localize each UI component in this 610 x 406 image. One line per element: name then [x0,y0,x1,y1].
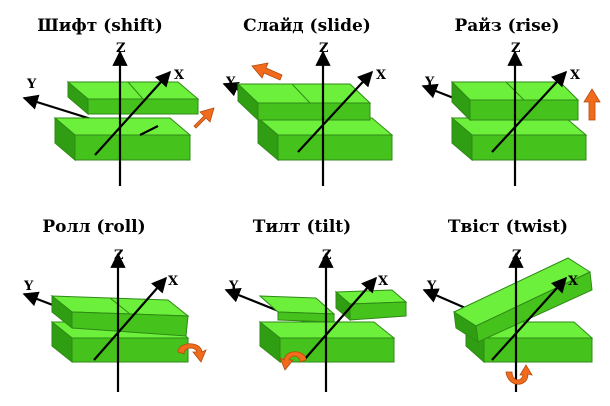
panel-title: Райз (rise) [454,16,559,36]
x-axis-label: X [570,68,581,83]
x-axis [491,276,568,361]
z-axis-label: Z [322,248,332,263]
x-axis [491,70,568,153]
x-axis [297,70,374,153]
tilt-curved-arrow-icon [279,351,307,371]
upper-base-pair-block [66,80,200,116]
upper-base-pair-block [50,294,190,337]
panel-title: Тилт (tilt) [253,217,351,237]
panel-slide: Слайд (slide) Z X Y [222,16,394,186]
z-axis-label: Z [319,41,329,56]
z-axis-label: Z [114,248,124,263]
x-axis-label: X [568,274,579,289]
x-axis [94,70,172,156]
z-axis-label: Z [512,248,522,263]
panel-twist: Твіст (twist) Z X Y [422,217,594,392]
x-axis [93,276,168,361]
panel-title: Слайд (slide) [243,16,371,36]
x-axis-label: X [376,68,387,83]
panel-title: Шифт (shift) [37,16,163,36]
x-axis [303,276,378,361]
z-axis-label: Z [116,41,126,56]
z-axis-label: Z [511,41,521,56]
lower-base-pair-block [53,116,192,162]
roll-curved-arrow-icon [177,343,207,363]
y-axis-label: Y [23,279,34,294]
upper-base-pair-block [258,289,408,323]
y-axis-label: Y [426,279,437,294]
shift-arrow-icon [193,107,215,129]
x-axis-label: X [174,68,185,83]
x-axis-label: X [378,274,389,289]
slide-arrow-icon [251,62,283,81]
x-axis-label: X [168,274,179,289]
panel-rise: Райз (rise) Z X Y [421,16,601,186]
y-axis-label: Y [26,77,37,92]
y-axis-label: Y [225,75,236,90]
panel-roll: Ролл (roll) Z X Y [22,217,207,392]
y-axis-label: Y [424,75,435,90]
y-axis-label: Y [228,279,239,294]
panel-shift: Шифт (shift) Z X Y [22,16,215,186]
panel-tilt: Тилт (tilt) Z X Y [224,217,408,392]
rise-arrow-icon [583,88,601,121]
panel-title: Твіст (twist) [448,217,568,237]
upper-base-pair-block [236,82,372,122]
panel-title: Ролл (roll) [42,217,145,237]
twist-curved-arrow-icon [505,364,533,385]
